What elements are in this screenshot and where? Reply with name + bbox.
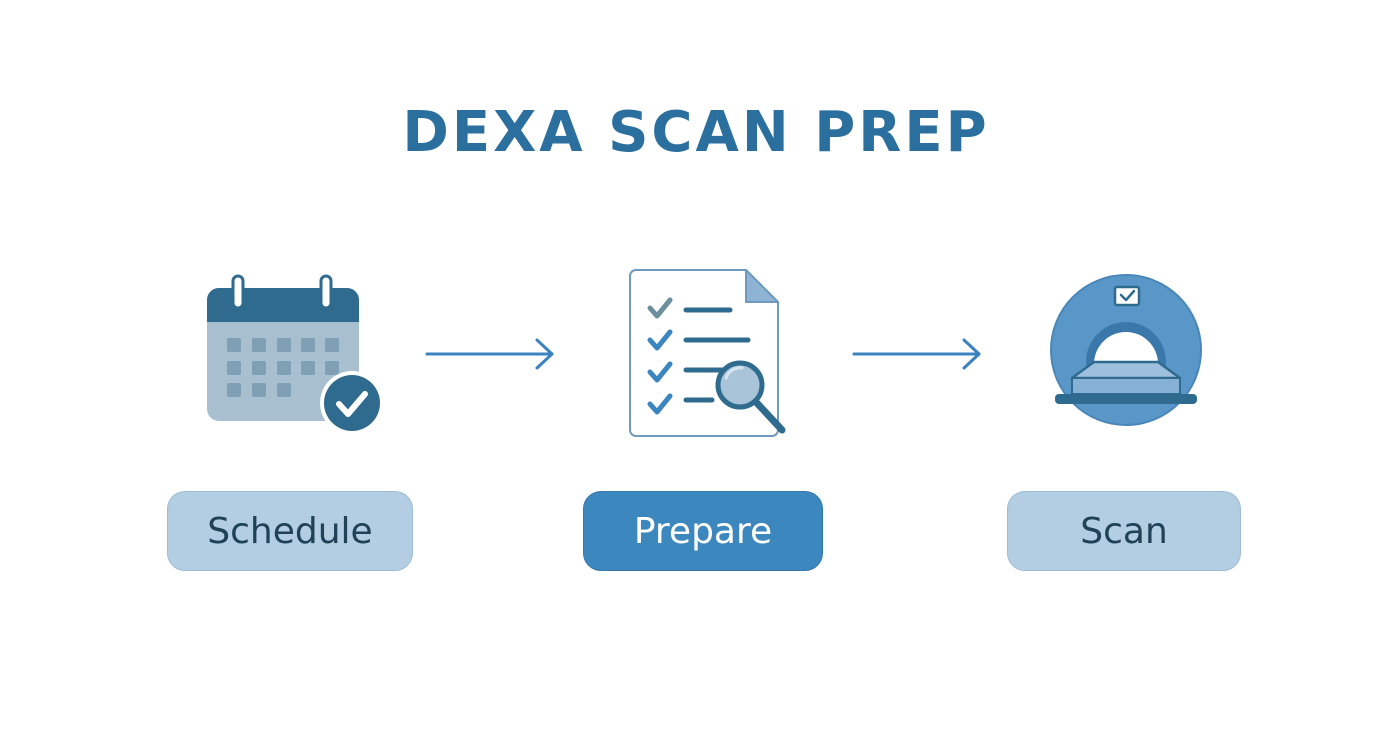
schedule-button[interactable]: Schedule xyxy=(167,491,413,571)
arrow-right-icon xyxy=(852,338,981,370)
dexa-scanner-icon xyxy=(1050,274,1202,426)
scan-button[interactable]: Scan xyxy=(1007,491,1241,571)
checklist-document-icon xyxy=(629,269,786,437)
arrow-right-icon xyxy=(425,338,554,370)
calendar-check-icon xyxy=(207,274,384,435)
page-title: DEXA SCAN PREP xyxy=(402,100,990,165)
prepare-button[interactable]: Prepare xyxy=(583,491,823,571)
